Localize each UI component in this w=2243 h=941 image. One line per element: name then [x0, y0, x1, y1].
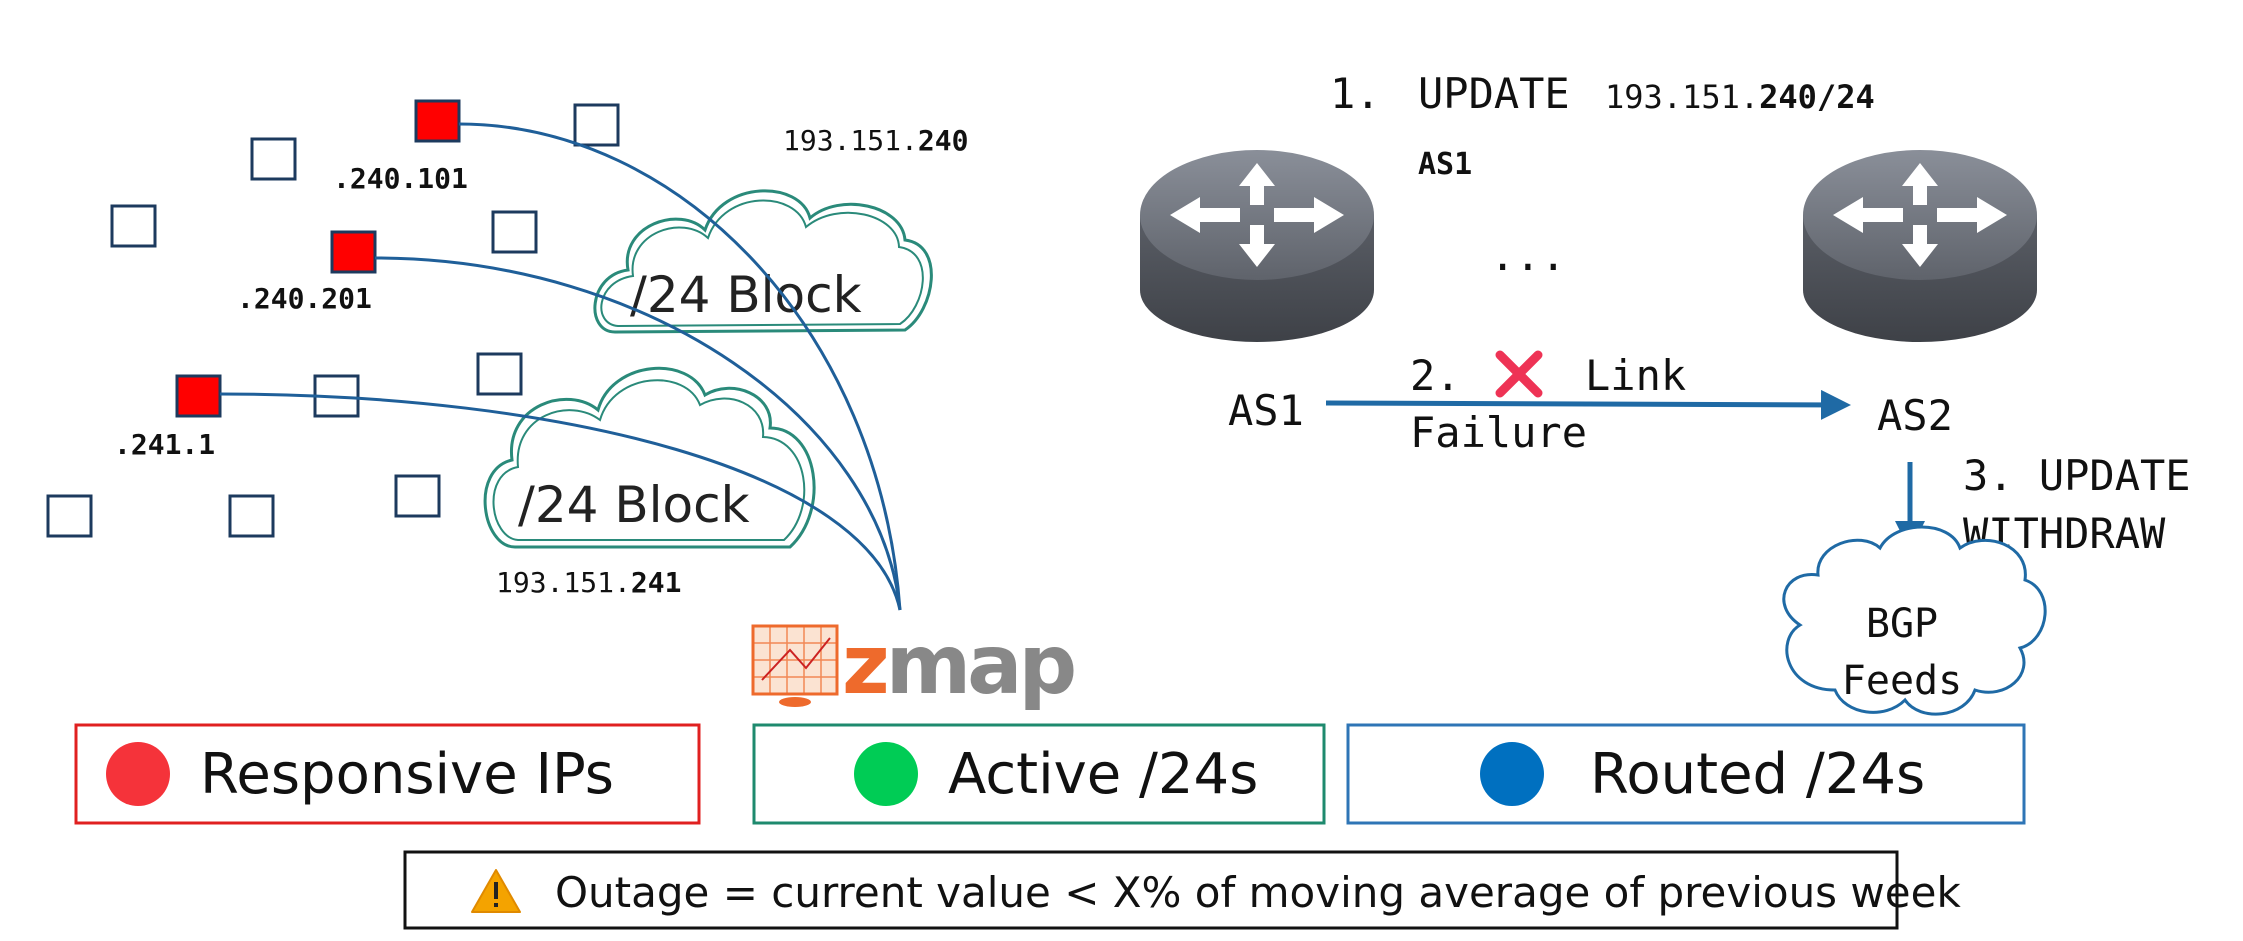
- step1-number: 1.: [1330, 69, 1381, 118]
- step2-failure: Failure: [1410, 408, 1587, 457]
- legend-box: [1346, 723, 2026, 825]
- legend-box: [752, 723, 1326, 825]
- block-prefix: 193.151.241: [496, 566, 681, 599]
- legend-item-active-24s: Active /24s: [752, 723, 1326, 825]
- step3-update: 3. UPDATE: [1963, 451, 2191, 500]
- zmap-logo: zmap: [751, 618, 1079, 713]
- ip-square: [110, 204, 157, 248]
- ip-square: [573, 103, 620, 147]
- responsive-ip-square: [414, 99, 461, 143]
- ip-square: [476, 352, 523, 396]
- legend-item-responsive-ips: Responsive IPs: [74, 723, 701, 825]
- ip-label: .240.101: [333, 162, 468, 195]
- legend-dot: [854, 742, 918, 806]
- step2-number: 2.: [1410, 351, 1461, 400]
- legend: Responsive IPs Active /24s Routed /24s: [74, 723, 2026, 825]
- block-prefix-start: 193.151.: [783, 124, 918, 157]
- ip-square: [228, 494, 275, 538]
- block-cloud: [483, 366, 816, 549]
- router-icon: [1803, 150, 2037, 342]
- footnote-box: [403, 850, 1899, 930]
- cloud-outline: [593, 189, 933, 334]
- ip-square: [491, 210, 538, 254]
- cloud-outline-inner: [492, 379, 806, 541]
- responsive-ip-square: [175, 374, 222, 418]
- ip-square: [250, 137, 297, 181]
- ip-label: .240.201: [237, 282, 372, 315]
- outage-definition: Outage = current value < X% of moving av…: [403, 850, 1961, 930]
- unresponsive-ip-squares: [46, 103, 620, 538]
- as2-label: AS2: [1877, 391, 1953, 440]
- legend-label: Active /24s: [948, 742, 1258, 807]
- ellipsis: ...: [1490, 231, 1566, 280]
- as1-label: AS1: [1228, 386, 1304, 435]
- block-prefix-bold: 240: [918, 124, 969, 157]
- step2-link: Link: [1585, 351, 1686, 400]
- legend-label: Routed /24s: [1590, 742, 1925, 807]
- step1-prefix-start: 193.151.: [1605, 78, 1759, 116]
- ip-square: [46, 494, 93, 538]
- legend-label: Responsive IPs: [200, 742, 614, 807]
- step1-action: UPDATE: [1418, 69, 1570, 118]
- bgp-panel: 1. UPDATE 193.151.240/24 AS1 ... AS1 AS2 2…: [1140, 69, 2191, 716]
- probe-curve: [219, 392, 902, 611]
- probe-curve: [374, 256, 902, 611]
- block-label: /24 Block: [518, 476, 750, 534]
- router-icon: [1140, 150, 1374, 342]
- step1-as-path: AS1: [1418, 147, 1472, 182]
- ip-label: .241.1: [114, 428, 215, 461]
- responsive-ip-square: [330, 230, 377, 274]
- probe-curves: [219, 122, 902, 611]
- cloud-outline-inner: [600, 199, 924, 328]
- block-prefix-start: 193.151.: [496, 566, 631, 599]
- step1-update: 1. UPDATE 193.151.240/24: [1330, 69, 1875, 118]
- zmap-wordmark: zmap: [842, 618, 1075, 713]
- responsive-ip-squares: [175, 99, 461, 418]
- probe-curve: [458, 122, 902, 611]
- block-label: /24 Block: [630, 266, 862, 324]
- ip-scan-panel: .240.101 .240.201 .241.1 /24 Block 193.1…: [46, 99, 1079, 713]
- link-arrow: [1325, 389, 1851, 420]
- bgp-feeds-cloud: [1782, 525, 2047, 716]
- block-prefix: 193.151.240: [783, 124, 968, 157]
- cloud-outline: [483, 366, 816, 549]
- legend-dot: [1480, 742, 1544, 806]
- zmap-monitor-icon: [751, 624, 839, 707]
- bgp-feeds-line1: BGP: [1866, 601, 1938, 647]
- legend-box: [74, 723, 701, 825]
- step1-prefix-bold: 240/24: [1759, 78, 1875, 116]
- block-cloud: [593, 189, 933, 334]
- failure-x-icon: [1495, 350, 1543, 398]
- ip-square: [394, 474, 441, 518]
- legend-item-routed-24s: Routed /24s: [1346, 723, 2026, 825]
- legend-dot: [106, 742, 170, 806]
- bgp-feeds-line2: Feeds: [1842, 658, 1962, 704]
- block-prefix-bold: 241: [631, 566, 682, 599]
- warning-icon: [471, 869, 521, 913]
- footnote-text: Outage = current value < X% of moving av…: [555, 868, 1961, 917]
